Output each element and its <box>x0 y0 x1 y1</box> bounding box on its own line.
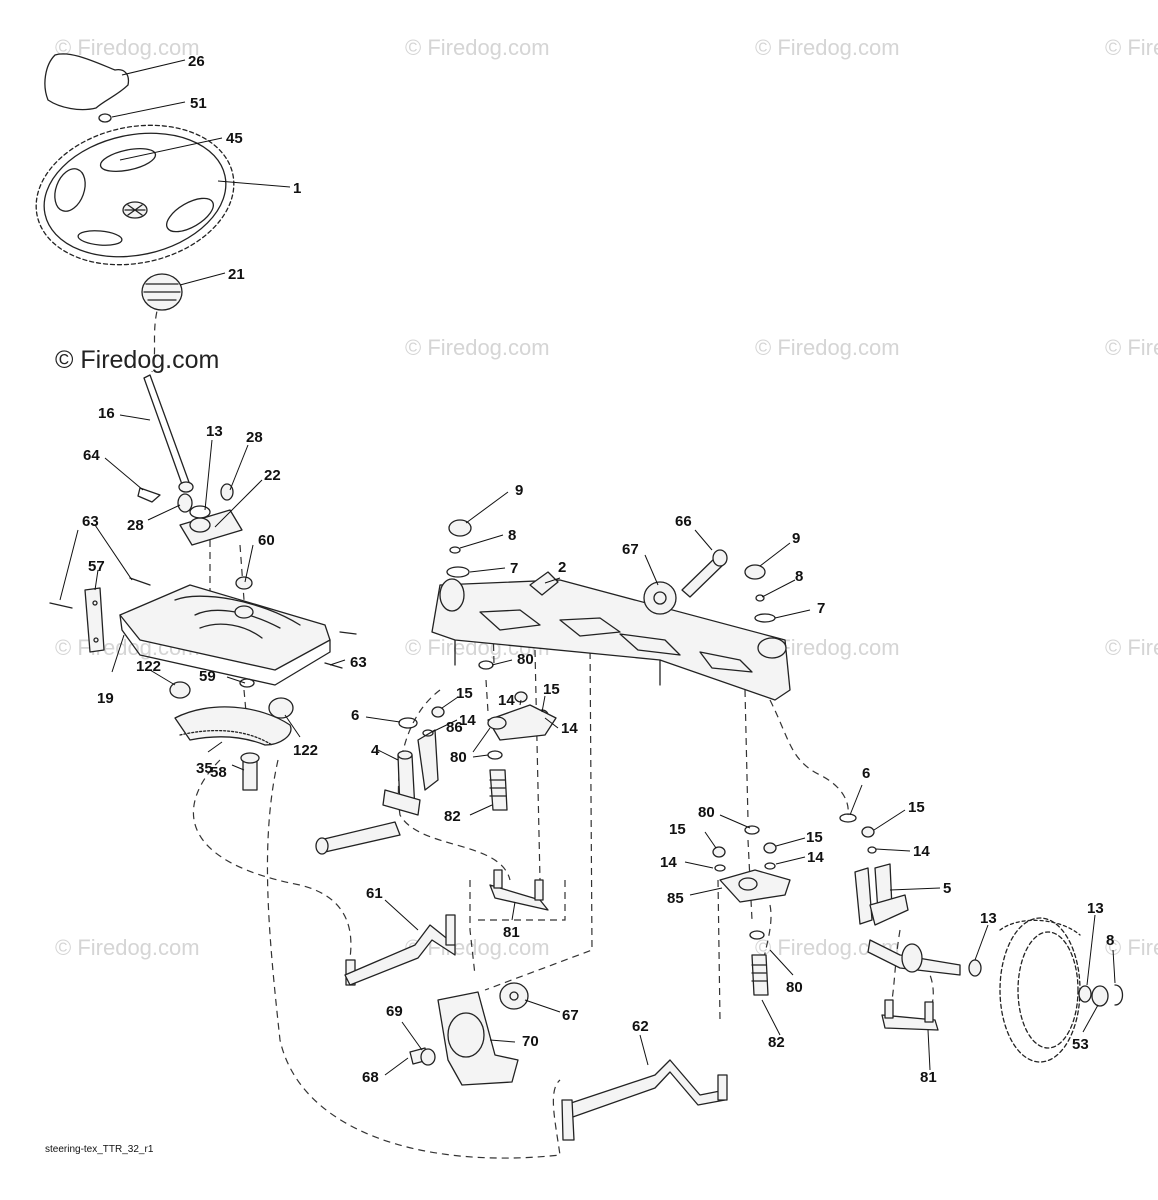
callout-2: 2 <box>558 559 566 576</box>
callout-67: 67 <box>622 541 639 558</box>
callout-6: 6 <box>351 707 359 724</box>
callout-61: 61 <box>366 885 383 902</box>
callout-80: 80 <box>698 804 715 821</box>
watermark: © Firedog.com <box>405 335 550 360</box>
callout-66: 66 <box>675 513 692 530</box>
callout-numbers: 26 51 45 1 21 16 13 28 64 28 22 63 57 60… <box>82 53 1114 1086</box>
callout-57: 57 <box>88 558 105 575</box>
front-wheel <box>999 917 1124 1063</box>
callout-64: 64 <box>83 447 100 464</box>
watermark: © Firedog.com <box>1105 35 1158 60</box>
callout-15: 15 <box>908 799 925 816</box>
callout-8: 8 <box>795 568 803 585</box>
tie-rod-end-81-left <box>489 869 549 911</box>
callout-85: 85 <box>667 890 684 907</box>
callout-80: 80 <box>786 979 803 996</box>
callout-28: 28 <box>246 429 263 446</box>
callout-7: 7 <box>510 560 518 577</box>
callout-13: 13 <box>1087 900 1104 917</box>
callout-82: 82 <box>768 1034 785 1051</box>
watermark: © Firedog.com <box>55 935 200 960</box>
callout-14: 14 <box>459 712 476 729</box>
watermark: © Firedog.com <box>755 335 900 360</box>
callout-14: 14 <box>660 854 677 871</box>
callout-62: 62 <box>632 1018 649 1035</box>
callout-81: 81 <box>503 924 520 941</box>
tie-rod-end-81-right <box>881 999 939 1031</box>
watermark: © Firedog.com <box>755 35 900 60</box>
callout-69: 69 <box>386 1003 403 1020</box>
sector-gear <box>169 678 294 791</box>
watermark: © Firedog.com <box>1105 335 1158 360</box>
callout-22: 22 <box>264 467 281 484</box>
callout-16: 16 <box>98 405 115 422</box>
tie-rod-61 <box>344 914 456 986</box>
callout-14: 14 <box>498 692 515 709</box>
callout-15: 15 <box>806 829 823 846</box>
callout-81: 81 <box>920 1069 937 1086</box>
callout-68: 68 <box>362 1069 379 1086</box>
callout-14: 14 <box>913 843 930 860</box>
callout-6: 6 <box>862 765 870 782</box>
callout-122: 122 <box>136 658 161 675</box>
watermark: © Firedog.com <box>1105 635 1158 660</box>
callout-8: 8 <box>1106 932 1114 949</box>
callout-80: 80 <box>517 651 534 668</box>
callout-1: 1 <box>293 180 301 197</box>
callout-15: 15 <box>543 681 560 698</box>
callout-15: 15 <box>669 821 686 838</box>
right-spindle <box>839 813 982 977</box>
callout-80: 80 <box>450 749 467 766</box>
watermark: © Firedog.com <box>405 35 550 60</box>
callout-122: 122 <box>293 742 318 759</box>
callout-51: 51 <box>190 95 207 112</box>
left-spindle <box>315 717 439 855</box>
steering-arm-86 <box>422 660 557 811</box>
callout-7: 7 <box>817 600 825 617</box>
callout-14: 14 <box>561 720 578 737</box>
callout-45: 45 <box>226 130 243 147</box>
callout-13: 13 <box>206 423 223 440</box>
steering-bracket <box>49 576 357 686</box>
callout-60: 60 <box>258 532 275 549</box>
callout-67: 67 <box>562 1007 579 1024</box>
callout-70: 70 <box>522 1033 539 1050</box>
callout-14: 14 <box>807 849 824 866</box>
callout-26: 26 <box>188 53 205 70</box>
callout-82: 82 <box>444 808 461 825</box>
callout-19: 19 <box>97 690 114 707</box>
cover-plate-70 <box>409 982 529 1086</box>
callout-13: 13 <box>980 910 997 927</box>
callout-59: 59 <box>199 668 216 685</box>
steering-shaft <box>137 374 243 546</box>
callout-35: 35 <box>196 760 213 777</box>
callout-21: 21 <box>228 266 245 283</box>
leader-lines <box>59 59 1116 1076</box>
diagram-code: steering-tex_TTR_32_r1 <box>45 1144 154 1155</box>
callout-58: 58 <box>210 764 227 781</box>
watermark-main: © Firedog.com <box>55 346 219 374</box>
callout-8: 8 <box>508 527 516 544</box>
callout-63: 63 <box>350 654 367 671</box>
steering-arm-85 <box>712 825 791 996</box>
callout-63: 63 <box>82 513 99 530</box>
callout-5: 5 <box>943 880 951 897</box>
front-axle <box>431 519 791 701</box>
callout-28: 28 <box>127 517 144 534</box>
callout-9: 9 <box>515 482 523 499</box>
drag-link-62 <box>561 1059 728 1141</box>
callout-53: 53 <box>1072 1036 1089 1053</box>
watermark-layer: © Firedog.com © Firedog.com © Firedog.co… <box>55 35 1158 960</box>
steering-wheel-assembly <box>35 53 235 311</box>
callout-4: 4 <box>371 742 380 759</box>
callout-9: 9 <box>792 530 800 547</box>
callout-86: 86 <box>446 719 463 736</box>
callout-15: 15 <box>456 685 473 702</box>
